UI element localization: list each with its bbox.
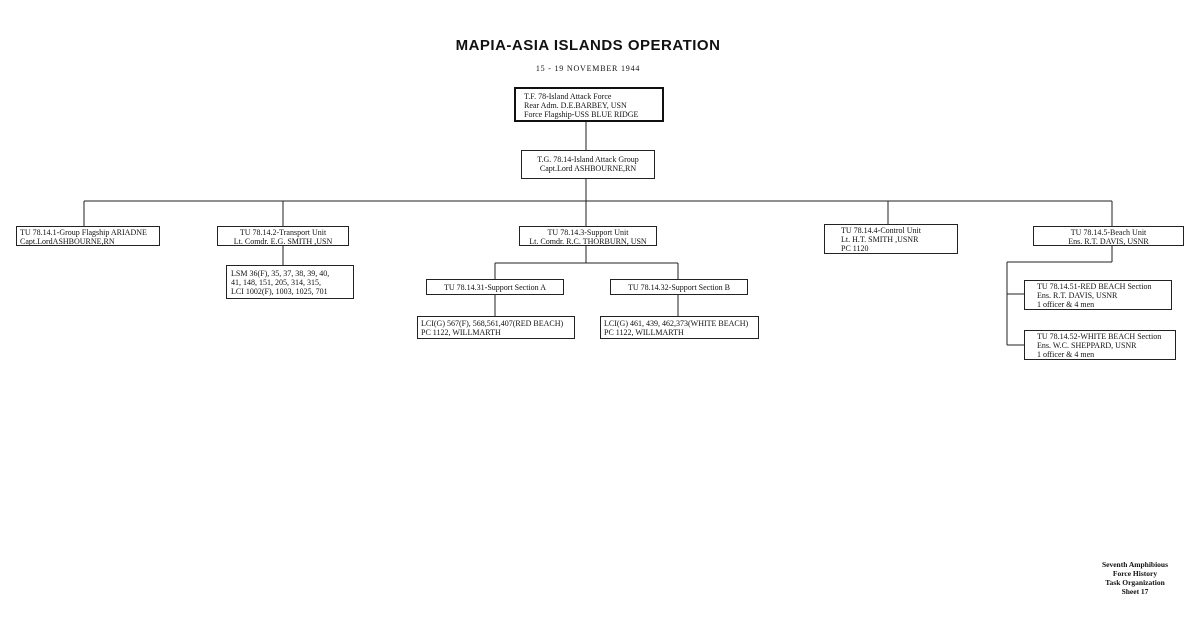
node-tu781431-ships: LCI(G) 567(F), 568,561,407(RED BEACH) PC… (417, 316, 575, 339)
footer-line: Task Organization (1105, 578, 1165, 587)
node-line: Force Flagship-USS BLUE RIDGE (524, 110, 639, 119)
node-line: PC 1122, WILLMARTH (604, 328, 684, 337)
node-tu78144: TU 78.14.4-Control Unit Lt. H.T. SMITH ,… (824, 224, 958, 254)
node-line: Ens. R.T. DAVIS, USNR (1037, 291, 1118, 300)
node-tu781452: TU 78.14.52-WHITE BEACH Section Ens. W.C… (1024, 330, 1176, 360)
node-tu781432-ships: LCI(G) 461, 439, 462,373(WHITE BEACH) PC… (600, 316, 759, 339)
node-tg7814: T.G. 78.14-Island Attack Group Capt.Lord… (521, 150, 655, 179)
node-tu78142: TU 78.14.2-Transport Unit Lt. Comdr. E.G… (217, 226, 349, 246)
node-line: 1 officer & 4 men (1037, 300, 1095, 309)
node-line: 41, 148, 151, 205, 314, 315, (231, 278, 321, 287)
node-tu781451: TU 78.14.51-RED BEACH Section Ens. R.T. … (1024, 280, 1172, 310)
node-line: Ens. R.T. DAVIS, USNR (1068, 237, 1149, 246)
node-line: TU 78.14.51-RED BEACH Section (1037, 282, 1152, 291)
footer-line: Force History (1112, 569, 1158, 578)
node-tu78141: TU 78.14.1-Group Flagship ARIADNE Capt.L… (16, 226, 160, 246)
node-line: LCI 1002(F), 1003, 1025, 701 (231, 287, 328, 296)
node-line: TU 78.14.5-Beach Unit (1070, 228, 1147, 237)
node-tu78145: TU 78.14.5-Beach Unit Ens. R.T. DAVIS, U… (1033, 226, 1184, 246)
chart-subtitle: 15 - 19 NOVEMBER 1944 (535, 64, 641, 73)
sheet-footer: Seventh Amphibious Force History Task Or… (1090, 560, 1180, 596)
node-line: Lt. Comdr. E.G. SMITH ,USN (233, 237, 333, 246)
node-line: TU 78.14.1-Group Flagship ARIADNE (20, 228, 147, 237)
node-line: T.F. 78-Island Attack Force (524, 92, 612, 101)
node-line: Capt.LordASHBOURNE,RN (20, 237, 115, 246)
node-line: Lt. Comdr. R.C. THORBURN, USN (529, 237, 647, 246)
node-line: PC 1120 (841, 244, 869, 253)
node-line: Rear Adm. D.E.BARBEY, USN (524, 101, 627, 110)
node-line: TU 78.14.52-WHITE BEACH Section (1037, 332, 1162, 341)
node-tu781431: TU 78.14.31-Support Section A (426, 279, 564, 295)
node-line: TU 78.14.32-Support Section B (628, 283, 730, 292)
footer-line: Sheet 17 (1121, 587, 1149, 596)
node-line: LSM 36(F), 35, 37, 38, 39, 40, (231, 269, 330, 278)
node-line: PC 1122, WILLMARTH (421, 328, 501, 337)
node-line: TU 78.14.4-Control Unit (841, 226, 921, 235)
node-line: T.G. 78.14-Island Attack Group (537, 155, 639, 164)
node-line: Capt.Lord ASHBOURNE,RN (539, 164, 637, 173)
node-line: LCI(G) 461, 439, 462,373(WHITE BEACH) (604, 319, 749, 328)
node-line: Lt. H.T. SMITH ,USNR (841, 235, 919, 244)
chart-title: MAPIA-ASIA ISLANDS OPERATION (455, 37, 721, 54)
node-line: LCI(G) 567(F), 568,561,407(RED BEACH) (421, 319, 564, 328)
footer-line: Seventh Amphibious (1101, 560, 1169, 569)
node-tu781432: TU 78.14.32-Support Section B (610, 279, 748, 295)
node-line: TU 78.14.31-Support Section A (444, 283, 546, 292)
node-line: TU 78.14.2-Transport Unit (239, 228, 327, 237)
node-line: 1 officer & 4 men (1037, 350, 1095, 359)
node-tu78143: TU 78.14.3-Support Unit Lt. Comdr. R.C. … (519, 226, 657, 246)
node-line: Ens. W.C. SHEPPARD, USNR (1037, 341, 1137, 350)
node-line: TU 78.14.3-Support Unit (547, 228, 629, 237)
node-tu78142-ships: LSM 36(F), 35, 37, 38, 39, 40, 41, 148, … (226, 265, 354, 299)
node-tf78: T.F. 78-Island Attack Force Rear Adm. D.… (514, 87, 664, 122)
